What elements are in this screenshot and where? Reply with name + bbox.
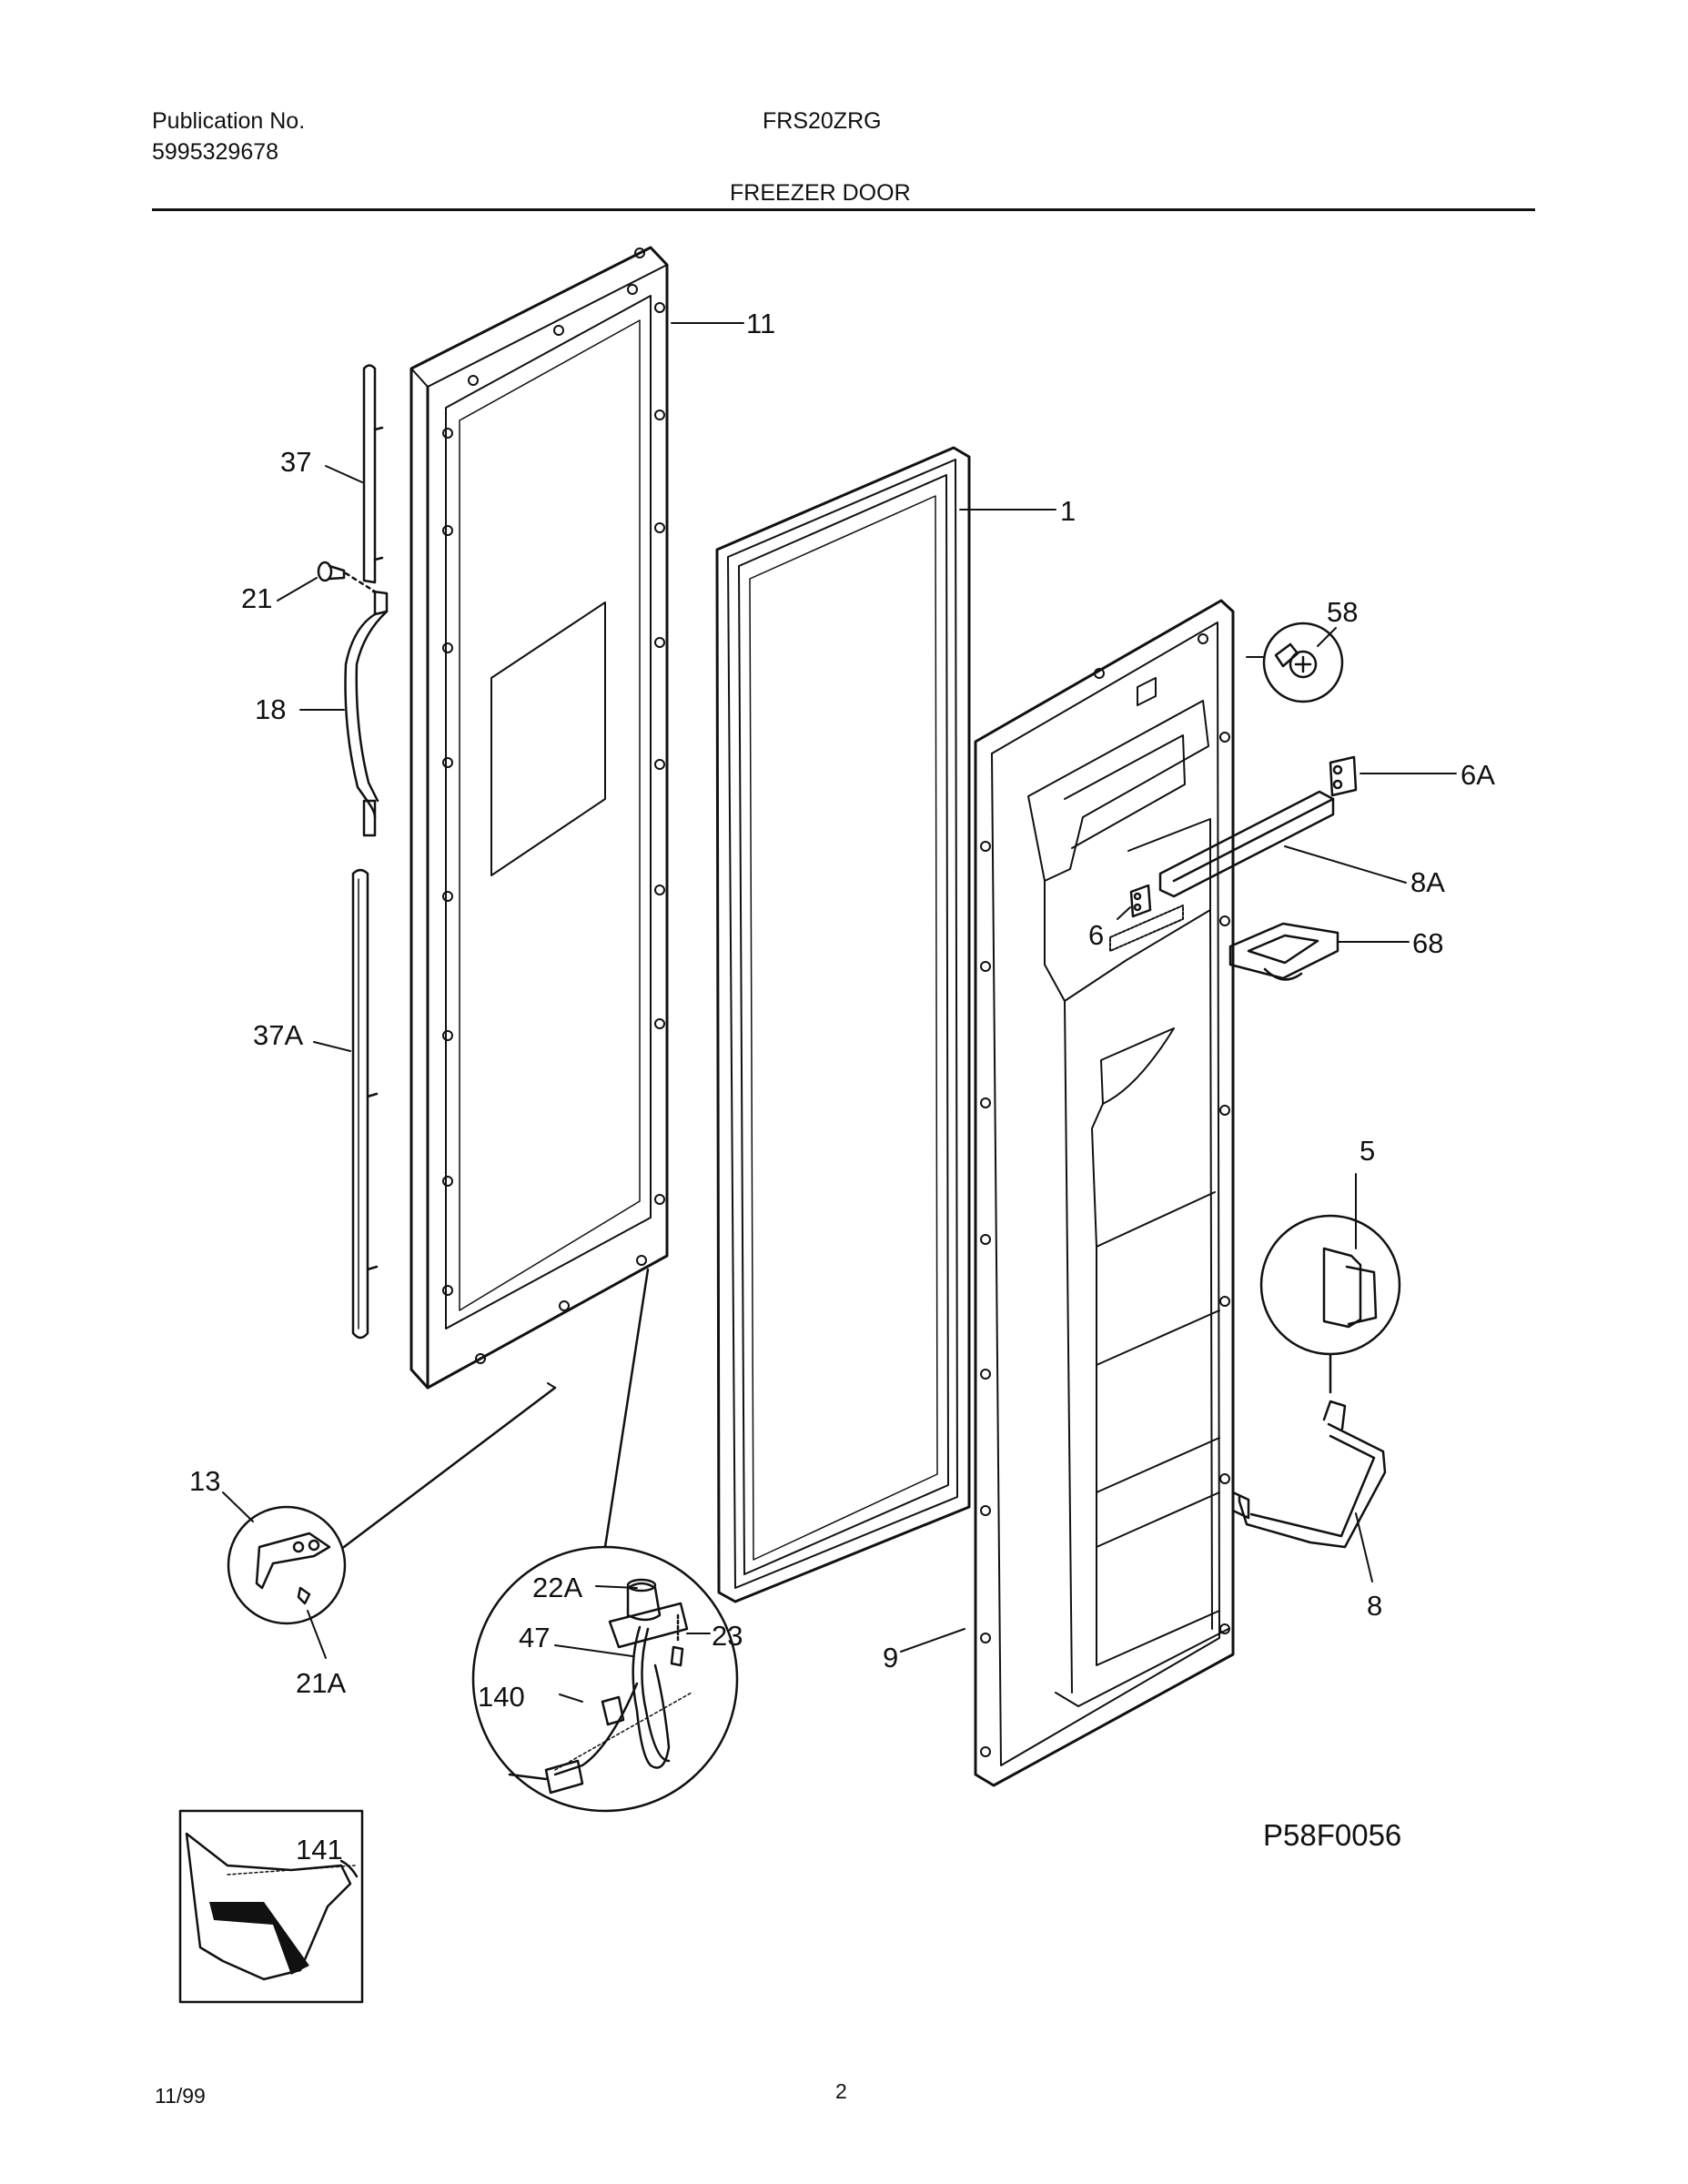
callout-8a: 8A (1410, 866, 1445, 898)
channel-bar-part (1158, 790, 1335, 898)
callout-140: 140 (478, 1681, 525, 1713)
callout-5: 5 (1359, 1135, 1375, 1167)
door-frame-part (409, 246, 669, 1390)
figure-code: P58F0056 (1263, 1818, 1402, 1852)
gasket-part (715, 446, 971, 1603)
callout-6a: 6A (1461, 759, 1495, 791)
callout-21a: 21A (296, 1667, 346, 1699)
footer-date: 11/99 (155, 2084, 206, 2108)
dispenser-tray-part (1228, 922, 1339, 981)
callout-9: 9 (883, 1642, 898, 1673)
inner-door-liner-part (974, 599, 1235, 1787)
callout-68: 68 (1412, 927, 1443, 959)
tape-illustration-box (178, 1809, 364, 2004)
bracket-detail-circle (227, 1382, 557, 1625)
screw-part-21 (317, 561, 377, 593)
callout-22a: 22A (532, 1572, 582, 1603)
page-number: 2 (835, 2079, 847, 2103)
handle-part (344, 590, 389, 837)
lower-handle-trim-part (351, 868, 379, 1340)
switch-detail-circle (1259, 1214, 1401, 1394)
screw-part-58 (1262, 622, 1344, 703)
callout-141: 141 (296, 1834, 343, 1866)
callout-58: 58 (1327, 596, 1358, 628)
leader-lines (222, 322, 1457, 1703)
publication-number: 5995329678 (152, 139, 279, 165)
callout-8: 8 (1367, 1590, 1382, 1622)
wire-bracket-part (1231, 1400, 1387, 1549)
wiring-detail-circle (471, 1268, 739, 1813)
callout-1: 1 (1060, 495, 1076, 527)
model-number: FRS20ZRG (763, 108, 882, 134)
callout-18: 18 (255, 693, 286, 725)
callout-6: 6 (1088, 919, 1104, 951)
callout-23: 23 (712, 1620, 743, 1652)
callout-37: 37 (280, 446, 311, 478)
callout-labels: 11 37 21 18 37A 1 58 6A 8A 6 68 5 8 13 2… (189, 308, 1495, 1866)
clip-part-6 (1129, 884, 1152, 918)
callout-47: 47 (519, 1622, 550, 1653)
header-rule (152, 208, 1535, 211)
clip-part-6a (1329, 755, 1358, 797)
publication-label: Publication No. (152, 108, 306, 134)
callout-11: 11 (746, 308, 775, 339)
callout-13: 13 (189, 1465, 220, 1497)
section-title: FREEZER DOOR (730, 180, 911, 206)
upper-handle-trim-part (362, 364, 384, 584)
callout-21: 21 (241, 582, 272, 614)
callout-37a: 37A (253, 1019, 303, 1051)
